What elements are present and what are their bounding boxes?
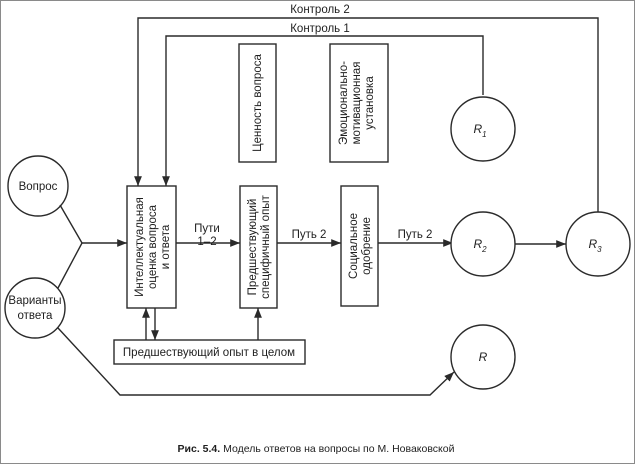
paths-1-2-label-2: 1–2 xyxy=(197,236,216,248)
emotional-motivational-box xyxy=(329,43,389,163)
r2-circle xyxy=(450,211,516,277)
question-label: Вопрос xyxy=(19,181,58,193)
emotional-motivational-label-1: Эмоционально- xyxy=(338,61,350,145)
r3-label: R3 xyxy=(588,237,602,254)
emotional-motivational-label-3: установка xyxy=(364,76,376,130)
paths-1-2-label-1: Пути xyxy=(194,223,220,235)
general-prior-experience-box xyxy=(113,339,306,365)
answer-options-label-1: Варианты xyxy=(8,295,61,307)
social-approval-label-1: Социальное xyxy=(348,213,360,279)
r1-label: R1 xyxy=(473,122,486,139)
answer-options-circle xyxy=(4,277,66,339)
prior-specific-experience-label-1: Предшествующий xyxy=(247,199,259,296)
answer-options-label-2: ответа xyxy=(18,310,54,322)
prior-specific-experience-box xyxy=(239,185,278,309)
emotional-motivational-label-2: мотивационная xyxy=(351,62,363,145)
prior-specific-experience-label-2: специфичный опыт xyxy=(260,194,272,298)
intellectual-assessment-label-3: и ответа xyxy=(160,224,172,269)
control-2-connector xyxy=(134,17,599,214)
caption-label: Рис. 5.4. xyxy=(178,443,221,455)
control-1-label: Контроль 1 xyxy=(290,23,350,35)
path-2-label-b: Путь 2 xyxy=(398,229,433,241)
figure-caption: Рис. 5.4. Модель ответов на вопросы по М… xyxy=(178,443,455,455)
path-2-label-a: Путь 2 xyxy=(292,229,327,241)
intellectual-assessment-box xyxy=(126,185,177,309)
question-connector xyxy=(59,204,83,244)
r-circle xyxy=(450,324,516,390)
caption-text: Модель ответов на вопросы по М. Новаковс… xyxy=(220,443,454,455)
question-value-label: Ценность вопроса xyxy=(252,54,264,152)
control-2-label: Контроль 2 xyxy=(290,4,350,16)
control-1-connector xyxy=(162,35,484,186)
question-circle xyxy=(7,155,69,217)
r3-circle xyxy=(565,211,631,277)
answer-options-connector xyxy=(57,242,83,289)
r1-circle xyxy=(450,96,516,162)
intellectual-assessment-label-1: Интеллектуальная xyxy=(134,197,146,297)
general-prior-experience-label: Предшествующий опыт в целом xyxy=(123,347,295,359)
social-approval-label-2: одобрение xyxy=(361,217,373,275)
r2-label: R2 xyxy=(473,237,487,254)
social-approval-box xyxy=(340,185,379,307)
question-value-box xyxy=(238,43,277,163)
answer-options-to-r-arrow xyxy=(57,327,455,396)
r-label: R xyxy=(479,350,488,364)
intellectual-assessment-label-2: оценка вопроса xyxy=(147,204,159,289)
